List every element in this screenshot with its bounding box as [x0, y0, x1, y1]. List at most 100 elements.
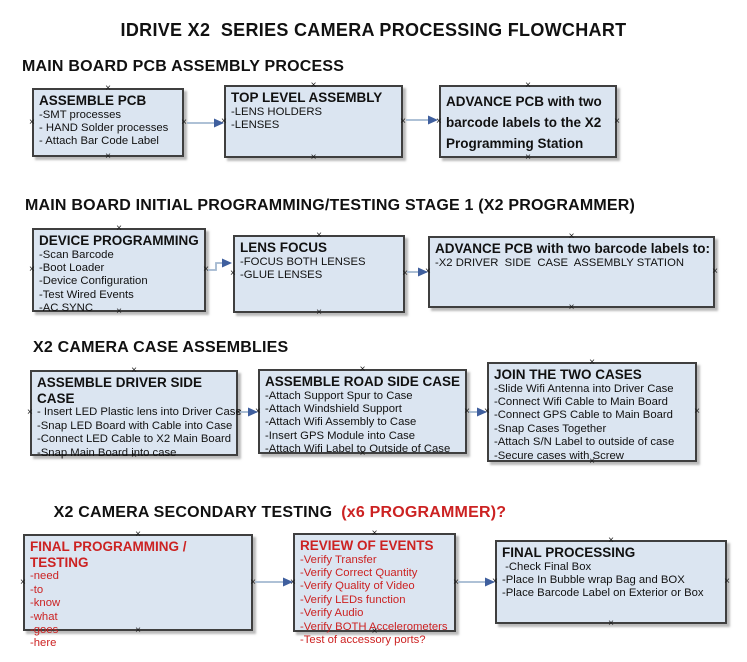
- connection-handle-icon: ×: [310, 152, 317, 163]
- connection-handle-icon: ×: [425, 266, 431, 277]
- box-line: -Test of accessory ports?: [300, 634, 426, 647]
- box-line: -Snap Cases Together: [494, 422, 607, 435]
- flow-box-advance-to-programming-station[interactable]: ADVANCE PCB with two barcode labels to t…: [436, 81, 620, 163]
- box-line: -X2 DRIVER SIDE CASE ASSEMBLY STATION: [435, 256, 685, 269]
- box-line: -to: [30, 583, 44, 596]
- box-line: -need: [30, 570, 59, 583]
- box-line: -Secure cases with Screw: [494, 449, 624, 462]
- connection-handle-icon: ×: [203, 264, 209, 275]
- box-lines: -X2 DRIVER SIDE CASE ASSEMBLY STATION: [435, 257, 710, 270]
- box-line: -Place In Bubble wrap Bag and BOX: [502, 574, 685, 587]
- box-line: -LENSES: [231, 119, 280, 132]
- box-line: -Place Barcode Label on Exterior or Box: [502, 587, 704, 600]
- flow-box-lens-focus[interactable]: LENS FOCUS -FOCUS BOTH LENSES-GLUE LENSE…: [230, 231, 408, 318]
- box-line: - HAND Solder processes: [39, 122, 169, 135]
- connection-handle-icon: ×: [20, 576, 26, 588]
- box-lines: -need-to-know-what-goes-here: [30, 570, 248, 650]
- box-line: -Attach Windshield Support: [265, 403, 402, 416]
- flow-box-final-processing[interactable]: FINAL PROCESSING -Check Final Box-Place …: [492, 536, 730, 629]
- connection-handle-icon: ×: [221, 115, 227, 127]
- box-line: -Attach Support Spur to Case: [265, 389, 413, 402]
- box-line: -Connect GPS Cable to Main Board: [494, 409, 673, 422]
- box-line: -SMT processes: [39, 108, 122, 121]
- box-title: ADVANCE PCB with two barcode labels to:: [435, 241, 711, 256]
- box-line: -Attach S/N Label to outside of case: [494, 436, 675, 449]
- flow-arrow: [240, 407, 258, 417]
- connection-handle-icon: ×: [29, 264, 35, 275]
- flow-arrow: [187, 118, 224, 128]
- box-line: -Scan Barcode: [39, 248, 114, 261]
- box-title: TOP LEVEL ASSEMBLY: [231, 90, 383, 105]
- box-line: -Verify BOTH Accelerometers: [300, 620, 448, 633]
- flow-box-final-programming-testing[interactable]: FINAL PROGRAMMING / TESTING -need-to-kno…: [20, 530, 256, 650]
- box-line: -here: [30, 637, 57, 650]
- connection-handle-icon: ×: [568, 302, 575, 313]
- connection-handle-icon: ×: [230, 268, 236, 279]
- box-title: JOIN THE TWO CASES: [494, 367, 642, 382]
- box-lines: -Verify Transfer-Verify Correct Quantity…: [300, 554, 451, 648]
- connection-handle-icon: ×: [250, 576, 256, 588]
- box-title: FINAL PROCESSING: [502, 545, 636, 560]
- connection-handle-icon: ×: [492, 576, 498, 587]
- flow-arrow: [406, 115, 438, 125]
- connection-handle-icon: ×: [694, 406, 700, 417]
- flow-box-device-programming[interactable]: DEVICE PROGRAMMING -Scan Barcode-Boot Lo…: [29, 224, 209, 317]
- box-line: -Connect LED Cable to X2 Main Board: [37, 433, 232, 446]
- connection-handle-icon: ×: [105, 151, 111, 162]
- box-line: -Slide Wifi Antenna into Driver Case: [494, 382, 674, 395]
- connection-handle-icon: ×: [316, 307, 322, 318]
- connection-handle-icon: ×: [464, 405, 470, 417]
- box-line: -goes: [30, 623, 59, 636]
- flow-box-review-of-events[interactable]: REVIEW OF EVENTS -Verify Transfer-Verify…: [290, 529, 459, 647]
- box-lines: -Attach Support Spur to Case-Attach Wind…: [265, 390, 462, 457]
- connection-handle-icon: ×: [27, 407, 33, 418]
- connection-handle-icon: ×: [484, 406, 490, 417]
- flow-box-top-level-assembly[interactable]: TOP LEVEL ASSEMBLY -LENS HOLDERS-LENSES …: [221, 81, 406, 163]
- box-title: ASSEMBLE PCB: [39, 93, 147, 108]
- box-lines: -SMT processes- HAND Solder processes- A…: [39, 109, 179, 149]
- box-line: -Check Final Box: [502, 560, 592, 573]
- connection-handle-icon: ×: [712, 266, 718, 277]
- flow-arrow: [407, 267, 428, 277]
- box-lines: - Insert LED Plastic lens into Driver Ca…: [37, 406, 242, 460]
- box-line: -FOCUS BOTH LENSES: [240, 255, 366, 268]
- box-lines: -LENS HOLDERS-LENSES: [231, 106, 398, 133]
- section-heading-black-part: X2 CAMERA SECONDARY TESTING: [53, 504, 333, 521]
- flow-arrow: [458, 577, 495, 587]
- box-line: -LENS HOLDERS: [231, 105, 323, 118]
- box-lines: -Check Final Box-Place In Bubble wrap Ba…: [502, 561, 722, 601]
- box-line: -Test Wired Events: [39, 288, 134, 301]
- box-line: - Attach Bar Code Label: [39, 135, 159, 148]
- box-line: -Verify Audio: [300, 607, 364, 620]
- flow-box-advance-to-driver-side-station[interactable]: ADVANCE PCB with two barcode labels to: …: [425, 232, 718, 313]
- section-heading-red-part: (x6 PROGRAMMER)?: [341, 504, 507, 521]
- section-heading-secondary-testing: X2 CAMERA SECONDARY TESTING (x6 PROGRAMME…: [35, 486, 506, 540]
- page-title: IDRIVE X2 SERIES CAMERA PROCESSING FLOWC…: [120, 20, 627, 40]
- box-line: -Attach Wifi Label to Outside of Case: [265, 443, 451, 456]
- connection-handle-icon: ×: [436, 115, 442, 127]
- box-line: -Snap LED Board with Cable into Case: [37, 419, 233, 432]
- box-line: -Verify Quality of Video: [300, 580, 415, 593]
- box-line: -AC SYNC: [39, 302, 93, 315]
- box-lines: -FOCUS BOTH LENSES-GLUE LENSES: [240, 256, 400, 283]
- flow-box-assemble-pcb[interactable]: ASSEMBLE PCB -SMT processes- HAND Solder…: [29, 84, 187, 162]
- flow-arrow: [469, 407, 487, 417]
- section-heading-initial-programming: MAIN BOARD INITIAL PROGRAMMING/TESTING S…: [25, 197, 636, 214]
- box-title: FINAL PROGRAMMING / TESTING: [30, 539, 187, 570]
- box-title: ADVANCE PCB with two barcode labels to t…: [446, 94, 602, 151]
- flow-box-assemble-road-side-case[interactable]: ASSEMBLE ROAD SIDE CASE -Attach Support …: [255, 365, 470, 459]
- box-line: -know: [30, 597, 61, 610]
- connection-handle-icon: ×: [181, 116, 187, 128]
- box-line: -Device Configuration: [39, 275, 148, 288]
- box-line: - Insert LED Plastic lens into Driver Ca…: [37, 406, 242, 419]
- flow-box-join-the-two-cases[interactable]: JOIN THE TWO CASES -Slide Wifi Antenna i…: [484, 358, 700, 467]
- box-line: -Attach Wifi Assembly to Case: [265, 416, 417, 429]
- box-line: -what: [30, 610, 58, 623]
- connection-handle-icon: ×: [614, 115, 620, 127]
- box-line: -Verify LEDs function: [300, 593, 406, 606]
- flow-box-assemble-driver-side-case[interactable]: ASSEMBLE DRIVER SIDE CASE - Insert LED P…: [27, 366, 242, 461]
- connection-handle-icon: ×: [29, 116, 35, 128]
- box-title: LENS FOCUS: [240, 240, 328, 255]
- box-line: -Connect Wifi Cable to Main Board: [494, 396, 668, 409]
- connection-handle-icon: ×: [255, 405, 261, 417]
